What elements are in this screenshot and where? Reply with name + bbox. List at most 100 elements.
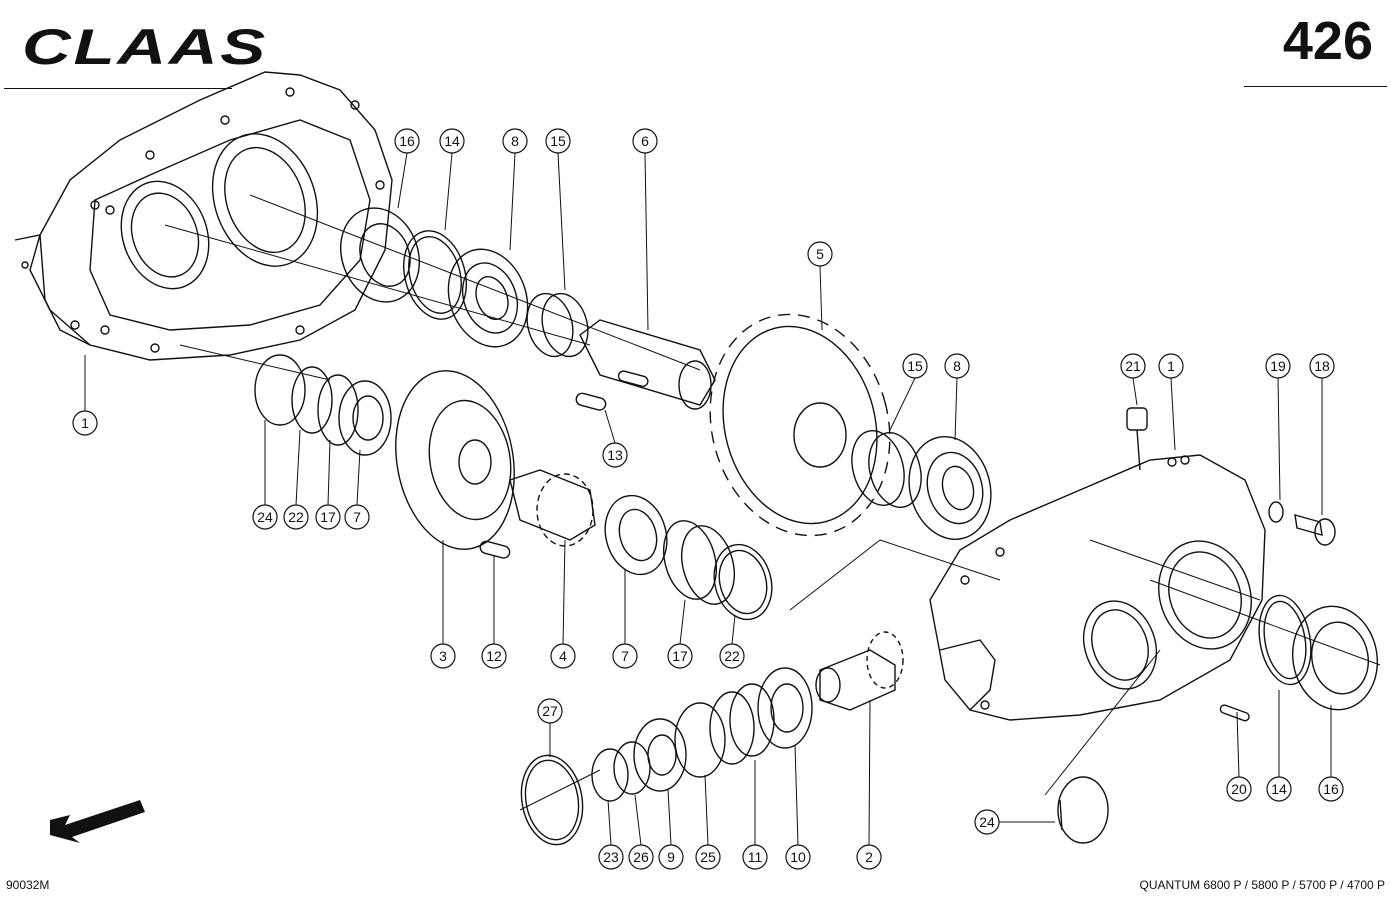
part-callout-15: 15 [545, 128, 571, 154]
callout-leader [557, 152, 566, 291]
part-callout-label: 23 [603, 849, 619, 865]
part-callout-22: 22 [283, 504, 309, 530]
part-callout-label: 21 [1125, 358, 1141, 374]
part-callout-4: 4 [550, 643, 576, 669]
part-callout-7: 7 [344, 504, 370, 530]
plug-21-drawing [1126, 407, 1148, 471]
gear-5-drawing [709, 313, 891, 537]
part-callout-label: 17 [320, 509, 336, 525]
circlip-22-mid-drawing [713, 543, 773, 621]
callout-leader [819, 265, 823, 331]
part-callout-27: 27 [537, 698, 563, 724]
part-callout-13: 13 [602, 442, 628, 468]
part-callout-14: 14 [1266, 776, 1292, 802]
part-callout-label: 7 [353, 509, 361, 525]
part-callout-21: 21 [1120, 353, 1146, 379]
part-callout-2: 2 [856, 844, 882, 870]
part-callout-16: 16 [394, 128, 420, 154]
callout-leader [868, 699, 871, 846]
part-callout-8: 8 [944, 353, 970, 379]
callout-leader [1132, 377, 1138, 406]
part-callout-8: 8 [502, 128, 528, 154]
part-callout-12: 12 [481, 643, 507, 669]
pin-20-drawing [1219, 704, 1250, 722]
part-callout-24: 24 [252, 504, 278, 530]
callout-leader [607, 799, 612, 846]
model-line: QUANTUM 6800 P / 5800 P / 5700 P / 4700 … [1139, 878, 1385, 892]
part-callout-17: 17 [315, 504, 341, 530]
part-callout-label: 20 [1231, 781, 1247, 797]
part-callout-26: 26 [628, 844, 654, 870]
circlip-14-right-drawing [1258, 594, 1312, 686]
part-callout-15: 15 [902, 353, 928, 379]
part-callout-7: 7 [612, 643, 638, 669]
part-callout-label: 22 [288, 509, 304, 525]
part-callout-label: 9 [667, 849, 675, 865]
rings-15-right-drawing [851, 430, 922, 508]
part-callout-label: 1 [81, 415, 89, 431]
callout-leader [644, 152, 649, 331]
rings-17-mid-drawing [663, 520, 735, 605]
part-callout-label: 11 [748, 849, 763, 865]
callout-leader [954, 377, 958, 441]
part-callout-label: 25 [700, 849, 716, 865]
part-callout-label: 27 [542, 703, 558, 719]
bolt-18-drawing [1294, 514, 1336, 546]
callout-leader [562, 539, 566, 645]
part-callout-24: 24 [974, 809, 1000, 835]
part-callout-label: 12 [486, 648, 502, 664]
seal-16-right-drawing [1291, 605, 1379, 711]
pinion-4-drawing [479, 469, 596, 559]
part-callout-5: 5 [807, 241, 833, 267]
part-callout-label: 15 [907, 358, 923, 374]
drawing-code: 90032M [6, 878, 50, 892]
callout-leader [1236, 711, 1240, 778]
part-callout-23: 23 [598, 844, 624, 870]
lower-shaft-parts-drawing [520, 631, 904, 846]
callout-leader [731, 614, 736, 645]
part-callout-label: 26 [633, 849, 649, 865]
callout-leader [356, 449, 361, 506]
part-callout-22: 22 [719, 643, 745, 669]
part-callout-9: 9 [658, 844, 684, 870]
housing-right-drawing [929, 454, 1266, 721]
callout-leader [1170, 377, 1176, 451]
bearing-7-mid-drawing [604, 494, 668, 576]
part-callout-25: 25 [695, 844, 721, 870]
part-callout-label: 24 [257, 509, 273, 525]
cap-24-bottom-drawing [1057, 776, 1109, 844]
part-callout-label: 13 [607, 447, 623, 463]
callout-leader [1277, 377, 1281, 501]
part-callout-label: 16 [1323, 781, 1339, 797]
part-callout-label: 15 [550, 133, 566, 149]
callout-leader [444, 152, 453, 231]
bearing-set-left-drawing [254, 354, 392, 456]
header-rule-left [4, 88, 232, 89]
callout-leader [634, 794, 642, 846]
part-callout-label: 5 [816, 246, 824, 262]
part-callout-label: 17 [672, 648, 688, 664]
part-callout-20: 20 [1226, 776, 1252, 802]
part-callout-17: 17 [667, 643, 693, 669]
bearing-8-right-drawing [908, 436, 992, 540]
part-callout-3: 3 [430, 643, 456, 669]
part-callout-label: 16 [399, 133, 415, 149]
housing-left-drawing [14, 71, 393, 361]
part-callout-label: 3 [439, 648, 447, 664]
page-number: 426 [1282, 11, 1373, 71]
callout-leader [679, 599, 686, 645]
part-callout-16: 16 [1318, 776, 1344, 802]
part-callout-1: 1 [1158, 353, 1184, 379]
part-callout-11: 11 [742, 844, 768, 870]
rings-15-upper-drawing [526, 292, 589, 358]
direction-arrow-icon [50, 800, 145, 843]
part-callout-label: 18 [1314, 358, 1330, 374]
part-callout-label: 14 [1271, 781, 1287, 797]
callout-leader [604, 409, 616, 444]
callout-leader [327, 439, 331, 506]
part-callout-18: 18 [1309, 353, 1335, 379]
part-callout-label: 19 [1270, 358, 1286, 374]
part-callout-6: 6 [632, 128, 658, 154]
